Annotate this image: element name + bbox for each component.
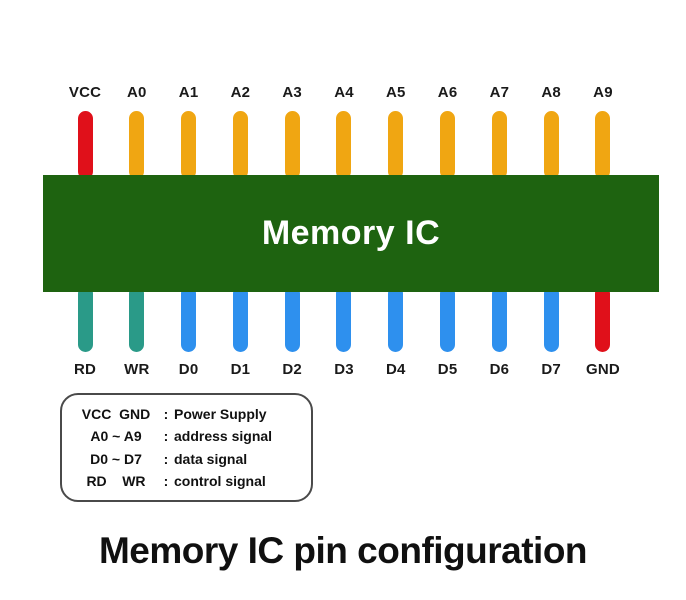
- legend-power-desc: Power Supply: [174, 405, 267, 422]
- legend-box: VCC GND : Power Supply A0 ~ A9 : address…: [60, 393, 313, 502]
- legend-row-data: D0 ~ D7 : data signal: [72, 451, 301, 467]
- pin-d6: D6: [474, 286, 524, 379]
- pin-d0: D0: [164, 286, 214, 379]
- legend-address-separator: :: [163, 428, 169, 445]
- pin-vcc: VCC: [60, 84, 110, 179]
- pin-a9-body: [595, 111, 611, 179]
- pin-a3-body: [284, 111, 300, 179]
- pin-gnd-body: [595, 286, 611, 352]
- pin-d2-label: D2: [282, 361, 302, 378]
- legend-control-separator: :: [163, 473, 169, 490]
- pin-a5-label: A5: [385, 84, 406, 101]
- pin-a7: A7: [474, 84, 524, 179]
- pin-vcc-body: [77, 111, 93, 179]
- pin-a2-label: A2: [230, 84, 251, 101]
- pin-a7-body: [491, 111, 507, 179]
- legend-control-desc: control signal: [174, 473, 266, 490]
- pin-gnd-label: GND: [586, 361, 620, 378]
- pin-a4: A4: [319, 84, 369, 179]
- pin-rd-body: [77, 286, 93, 352]
- legend-data-separator: :: [163, 450, 169, 467]
- memory-ic-body: Memory IC: [43, 175, 659, 292]
- pin-a4-label: A4: [334, 84, 354, 101]
- pin-wr: WR: [112, 286, 162, 379]
- pin-d4-label: D4: [385, 361, 406, 378]
- bottom-pin-row: RD WR D0 D1 D2 D3 D4 D5: [60, 286, 628, 379]
- pin-a3-label: A3: [282, 84, 302, 101]
- pin-d3-label: D3: [334, 361, 354, 378]
- pin-d5-label: D5: [437, 361, 458, 378]
- legend-power-separator: :: [163, 405, 169, 422]
- pin-d6-body: [491, 286, 507, 352]
- pin-a2: A2: [215, 84, 265, 179]
- pin-a1: A1: [164, 84, 214, 179]
- legend-address-names: A0 ~ A9: [90, 428, 142, 445]
- pin-d0-body: [181, 286, 197, 352]
- pin-d3: D3: [319, 286, 369, 379]
- pin-a9: A9: [578, 84, 628, 179]
- pin-a2-body: [232, 111, 248, 179]
- legend-row-power: VCC GND : Power Supply: [72, 406, 301, 422]
- pin-a7-label: A7: [489, 84, 510, 101]
- memory-ic-label: Memory IC: [261, 214, 441, 252]
- pin-d2: D2: [267, 286, 317, 379]
- pin-d5-body: [440, 286, 456, 352]
- pin-d7-body: [543, 286, 559, 352]
- pin-d5: D5: [423, 286, 473, 379]
- pin-d2-body: [284, 286, 300, 352]
- diagram-title: Memory IC pin configuration: [98, 530, 588, 571]
- pin-vcc-label: VCC: [68, 84, 102, 101]
- pin-a6-label: A6: [437, 84, 458, 101]
- pin-a8: A8: [526, 84, 576, 179]
- pin-d1-body: [232, 286, 248, 352]
- legend-power-names: VCC GND: [81, 405, 151, 422]
- legend-control-names: RD WR: [86, 473, 146, 490]
- pin-wr-label: WR: [124, 361, 150, 378]
- pin-wr-body: [129, 286, 145, 352]
- pin-a1-body: [181, 111, 197, 179]
- pin-d7-label: D7: [541, 361, 561, 378]
- legend-data-desc: data signal: [174, 450, 248, 467]
- pin-d1-label: D1: [230, 361, 251, 378]
- pin-a9-label: A9: [593, 84, 613, 101]
- pin-d7: D7: [526, 286, 576, 379]
- pin-a4-body: [336, 111, 352, 179]
- legend-data-names: D0 ~ D7: [90, 450, 142, 467]
- pin-a6: A6: [423, 84, 473, 179]
- pin-rd-label: RD: [73, 361, 97, 378]
- pin-a5: A5: [371, 84, 421, 179]
- pin-a1-label: A1: [178, 84, 199, 101]
- pin-d4: D4: [371, 286, 421, 379]
- pin-a0-body: [129, 111, 145, 179]
- pin-a0-label: A0: [127, 84, 147, 101]
- pin-a5-body: [388, 111, 404, 179]
- pin-gnd: GND: [578, 286, 628, 379]
- pin-d1: D1: [215, 286, 265, 379]
- pin-d4-body: [388, 286, 404, 352]
- legend-row-address: A0 ~ A9 : address signal: [72, 428, 301, 444]
- legend-row-control: RD WR : control signal: [72, 473, 301, 489]
- pin-a8-label: A8: [541, 84, 561, 101]
- pin-a8-body: [543, 111, 559, 179]
- pin-a6-body: [440, 111, 456, 179]
- pin-d0-label: D0: [178, 361, 199, 378]
- pin-a3: A3: [267, 84, 317, 179]
- pin-d3-body: [336, 286, 352, 352]
- legend-address-desc: address signal: [174, 428, 273, 445]
- pin-d6-label: D6: [489, 361, 510, 378]
- pin-rd: RD: [60, 286, 110, 379]
- pin-a0: A0: [112, 84, 162, 179]
- top-pin-row: VCC A0 A1 A2 A3 A4 A5 A6: [60, 84, 628, 179]
